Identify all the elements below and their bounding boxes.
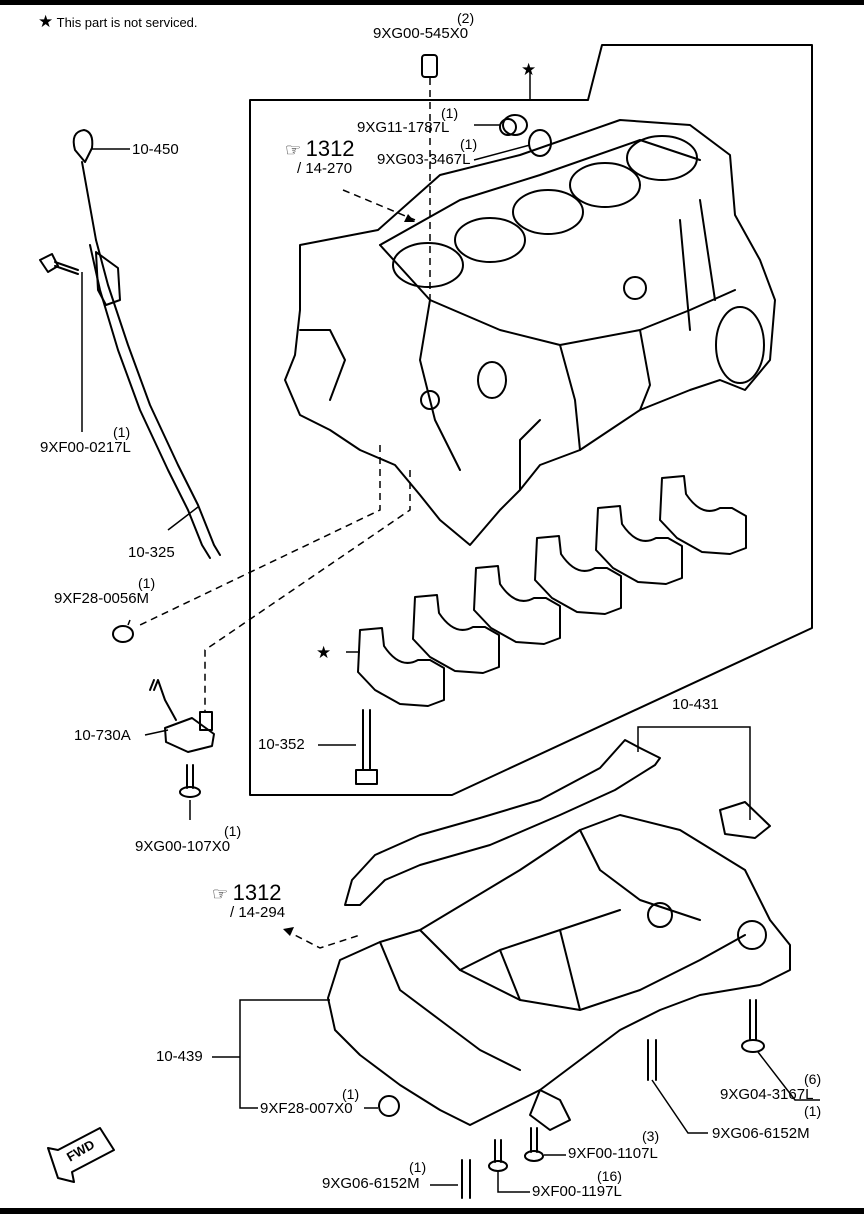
stud-6152-right-drawing [647, 1039, 657, 1081]
qty-0217: (1) [113, 424, 131, 440]
reference-1312-top: ☞ 1312 / 14-270 [285, 138, 355, 177]
label-10-439: 10-439 [156, 1048, 203, 1065]
qty-107: (1) [224, 823, 242, 839]
label-9xf28-0056m: 9XF28-0056M [54, 590, 150, 607]
star-icon-block: ★ [521, 60, 537, 79]
bolt-0217-drawing [39, 253, 79, 275]
qty-3467: (1) [460, 136, 478, 152]
star-icon: ★ [38, 12, 54, 31]
ref-sub-bottom: / 14-294 [230, 904, 286, 921]
qty-007: (1) [342, 1086, 360, 1102]
label-9xg04-3167l: 9XG04-3167L [720, 1086, 814, 1103]
label-10-352: 10-352 [258, 736, 305, 753]
pointing-hand-icon: ☞ [212, 884, 229, 904]
label-10-431: 10-431 [672, 696, 719, 713]
label-9xf00-1107l: 9XF00-1107L [568, 1145, 658, 1162]
label-9xg06-6152m-bottom: 9XG06-6152M [322, 1175, 420, 1192]
reference-1312-bottom: ☞ 1312 / 14-294 [212, 882, 285, 921]
label-9xg00-545x0: 9XG00-545X0 [373, 25, 469, 42]
qty-0056: (1) [138, 575, 156, 591]
star-icon-caps: ★ [316, 643, 332, 662]
pointing-hand-icon: ☞ [285, 140, 302, 160]
bolt-1107-drawing [524, 1127, 544, 1162]
label-9xg03-3467l: 9XG03-3467L [377, 151, 471, 168]
label-9xf28-007x0: 9XF28-007X0 [260, 1100, 353, 1117]
label-9xf00-1197l: 9XF00-1197L [532, 1183, 622, 1200]
sleeve-545-drawing [421, 54, 438, 78]
bolt-107-drawing [179, 764, 201, 798]
ref-main-bottom: 1312 [232, 880, 282, 905]
block-frame [249, 44, 813, 796]
gasket-drawing [344, 739, 661, 906]
qty-1197: (16) [597, 1168, 622, 1184]
ref-main-top: 1312 [305, 136, 355, 161]
qty-3167: (6) [804, 1071, 822, 1087]
label-9xg06-6152m-right: 9XG06-6152M [712, 1125, 810, 1142]
dipstick-drawing [72, 129, 221, 559]
oring-3467-drawing [528, 129, 552, 157]
oil-jet-drawing [149, 679, 215, 753]
qty-6152-right: (1) [804, 1103, 822, 1119]
label-9xf00-0217l: 9XF00-0217L [40, 439, 131, 456]
stud-6152-bottom-drawing [461, 1159, 471, 1199]
qty-545: (2) [457, 10, 475, 26]
legend-text: This part is not serviced. [56, 15, 198, 30]
top-border [0, 0, 864, 5]
bolt-3167-drawing [741, 999, 765, 1053]
plug-1787-drawing [499, 114, 528, 136]
legend: ★ This part is not serviced. [38, 12, 198, 32]
fwd-arrow-icon [47, 1127, 115, 1183]
plug-007-drawing [378, 1095, 400, 1117]
label-9xg00-107x0: 9XG00-107X0 [135, 838, 231, 855]
bottom-border [0, 1208, 864, 1214]
main-bearing-caps-drawing [357, 475, 747, 707]
oil-pan-drawing [327, 814, 791, 1131]
qty-1107: (3) [642, 1128, 660, 1144]
bolt-10-352-drawing [355, 709, 378, 785]
bolt-1197-drawing [488, 1139, 508, 1172]
cylinder-block-drawing [284, 119, 776, 546]
label-10-450: 10-450 [132, 141, 179, 158]
ref-sub-top: / 14-270 [297, 160, 353, 177]
qty-6152-bottom: (1) [409, 1159, 427, 1175]
label-10-325: 10-325 [128, 544, 175, 561]
qty-1787: (1) [441, 105, 459, 121]
label-10-730a: 10-730A [74, 727, 131, 744]
label-9xg11-1787l: 9XG11-1787L [357, 119, 450, 136]
plug-0056-drawing [112, 625, 134, 643]
